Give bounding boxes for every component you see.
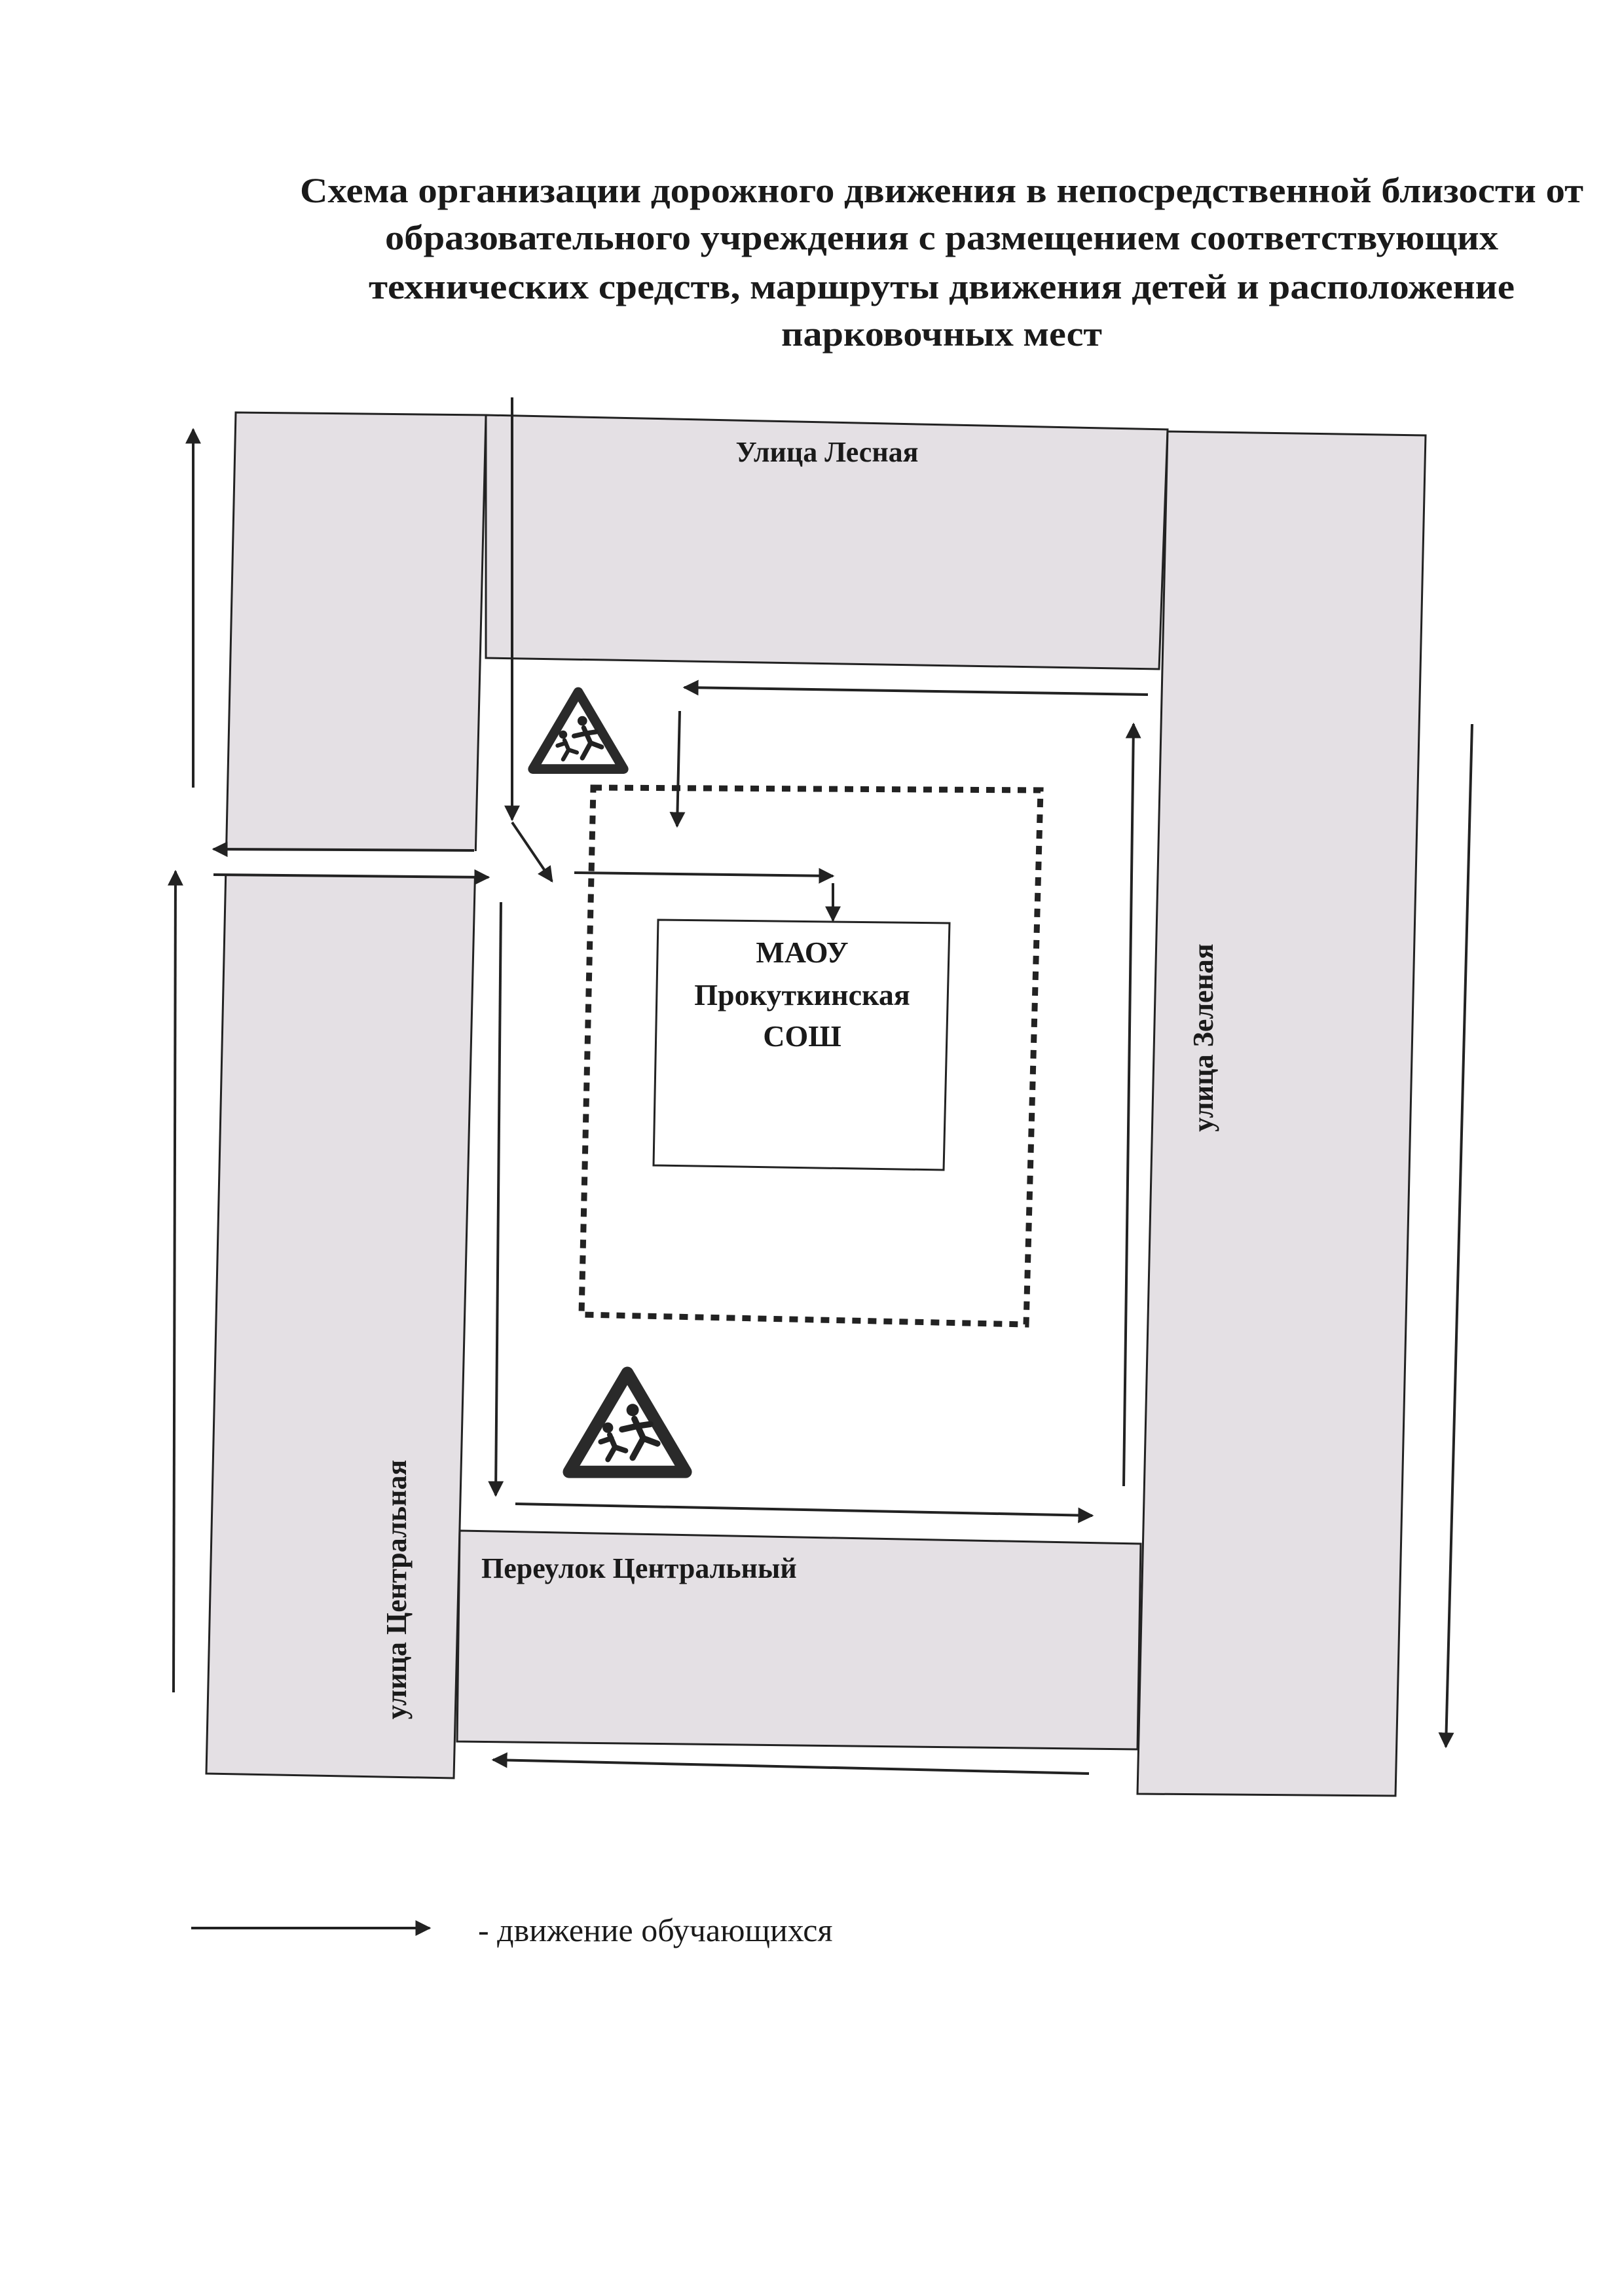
route-arrow — [488, 902, 504, 1497]
route-arrow — [574, 867, 835, 884]
title-line: Схема организации дорожного движения в н… — [300, 171, 1583, 210]
route-arrow — [491, 1752, 1090, 1775]
title-line: технических средств, маршруты движения д… — [369, 267, 1515, 306]
street-label-pereulok: Переулок Центральный — [481, 1552, 797, 1584]
road-lesnaya — [485, 414, 1169, 670]
school-name: Прокуткинская — [694, 978, 910, 1011]
legend-label: - движение обучающихся — [478, 1912, 832, 1948]
legend: - движение обучающихся — [191, 1912, 832, 1948]
route-arrow — [167, 869, 183, 1693]
route-arrow — [212, 841, 475, 858]
street-label-zelenaya: улица Зеленая — [1187, 943, 1219, 1131]
student-routes — [167, 397, 1473, 1775]
route-arrow — [213, 869, 490, 885]
route-arrow — [682, 680, 1149, 696]
title-line: парковочных мест — [781, 314, 1102, 354]
route-arrow — [1438, 723, 1473, 1749]
school-name: МАОУ — [756, 936, 848, 969]
title-line: образовательного учреждения с размещение… — [385, 218, 1498, 257]
school-name: СОШ — [763, 1019, 841, 1053]
route-arrow — [515, 1503, 1094, 1523]
children-crossing-sign-icon — [569, 1373, 686, 1472]
crosswalk-gap — [210, 851, 485, 876]
street-label-lesnaya: Улица Лесная — [736, 436, 919, 468]
route-arrow — [511, 821, 553, 883]
title: Схема организации дорожного движения в н… — [300, 171, 1583, 354]
route-arrow — [1122, 722, 1141, 1487]
road-zelenaya — [1136, 430, 1427, 1797]
school-building — [652, 919, 951, 1171]
route-arrow — [669, 710, 686, 828]
street-label-tsentralnaya: улица Центральная — [380, 1460, 413, 1720]
road-pereulok — [456, 1529, 1142, 1751]
school-territory-boundary — [578, 784, 1044, 1328]
children-crossing-sign-icon — [533, 692, 624, 769]
road-tsentralnaya — [205, 411, 487, 1779]
